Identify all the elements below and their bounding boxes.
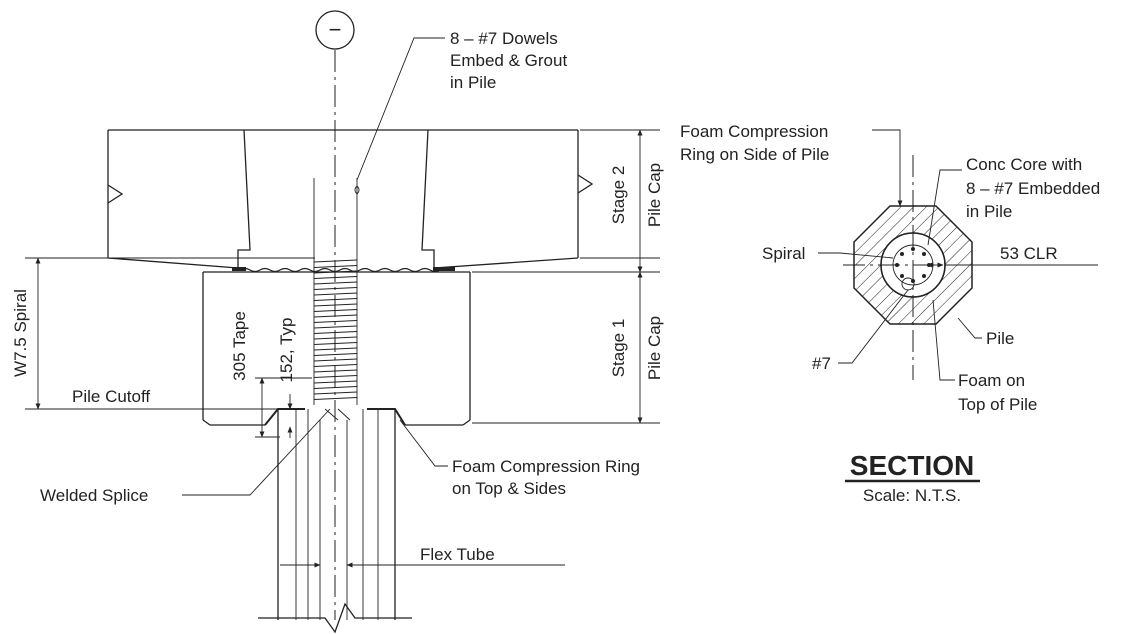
spiral-turn bbox=[313, 342, 358, 345]
spiral-turn bbox=[313, 375, 358, 378]
bar-label: #7 bbox=[812, 354, 831, 373]
stage2-pile-cap bbox=[107, 129, 594, 273]
pile-cutoff-label: Pile Cutoff bbox=[72, 387, 150, 406]
elevation-view: − bbox=[11, 10, 664, 634]
typ-label: 152, Typ bbox=[277, 318, 296, 383]
spiral-turn bbox=[313, 386, 358, 389]
foam-side-label-line1: Foam Compression bbox=[680, 122, 828, 141]
spiral-turn bbox=[313, 314, 358, 318]
spiral-turn bbox=[313, 309, 358, 312]
dowels-callout: 8 – #7 Dowels Embed & Grout in Pile bbox=[356, 29, 567, 181]
spiral-turn bbox=[313, 320, 358, 323]
dowel-and-spiral bbox=[313, 178, 360, 405]
stage1-label-line2: Pile Cap bbox=[645, 316, 664, 380]
spiral-turn bbox=[313, 364, 358, 367]
spiral-turn bbox=[313, 358, 358, 362]
spiral-turn bbox=[313, 325, 358, 329]
foam-side-label-line2: Ring on Side of Pile bbox=[680, 145, 829, 164]
conc-core-label-line2: 8 – #7 Embedded bbox=[966, 179, 1100, 198]
pile bbox=[258, 408, 412, 634]
spiral-turn bbox=[313, 270, 358, 274]
spiral-turn bbox=[313, 397, 358, 400]
grid-marker-label: − bbox=[329, 17, 342, 42]
spiral-turn bbox=[313, 347, 358, 351]
spiral-dimension: W7.5 Spiral Pile Cutoff bbox=[11, 257, 315, 410]
spiral-turn bbox=[313, 369, 358, 373]
foam-top-label-line2: Top of Pile bbox=[958, 395, 1037, 414]
pile-octagon bbox=[853, 205, 973, 325]
spiral-dim-label: W7.5 Spiral bbox=[11, 289, 30, 377]
welded-splice-callout: Welded Splice bbox=[40, 408, 331, 505]
stage2-label-line2: Pile Cap bbox=[645, 163, 664, 227]
spiral-turn bbox=[313, 303, 358, 307]
dowels-label-line2: Embed & Grout bbox=[450, 51, 567, 70]
section-scale: Scale: N.T.S. bbox=[863, 486, 961, 505]
conc-core-label-line3: in Pile bbox=[966, 202, 1012, 221]
spiral-turn bbox=[313, 380, 358, 384]
spiral-turn bbox=[313, 259, 358, 263]
stage1-label-line1: Stage 1 bbox=[609, 319, 628, 378]
dowels-label-line1: 8 – #7 Dowels bbox=[450, 29, 558, 48]
section-spiral-label: Spiral bbox=[762, 244, 805, 263]
spiral-turn bbox=[313, 331, 358, 334]
dowels-label-line3: in Pile bbox=[450, 73, 496, 92]
spiral-turn bbox=[313, 265, 358, 268]
spiral-turn bbox=[313, 281, 358, 285]
grid-marker: − bbox=[315, 10, 355, 50]
foam-top-label-line1: Foam on bbox=[958, 371, 1025, 390]
stage-dimensions: Stage 2 Pile Cap Stage 1 Pile Cap bbox=[472, 129, 664, 424]
spiral-turn bbox=[313, 276, 358, 279]
flex-tube-dimension: Flex Tube bbox=[280, 545, 565, 568]
pile-label: Pile bbox=[986, 329, 1014, 348]
conc-core-label-line1: Conc Core with bbox=[966, 155, 1082, 174]
section-view: Foam Compression Ring on Side of Pile Co… bbox=[680, 122, 1100, 505]
spiral-turn bbox=[313, 298, 358, 301]
tape-dimensions: 305 Tape 152, Typ bbox=[230, 311, 312, 438]
spiral-lines bbox=[313, 259, 358, 400]
welded-splice-label: Welded Splice bbox=[40, 486, 148, 505]
spiral-turn bbox=[313, 292, 358, 296]
foam-ring-label-line1: Foam Compression Ring bbox=[452, 457, 640, 476]
tape-label: 305 Tape bbox=[230, 311, 249, 381]
foam-ring-callout: Foam Compression Ring on Top & Sides bbox=[399, 419, 640, 498]
foam-ring-label-line2: on Top & Sides bbox=[452, 479, 566, 498]
spiral-turn bbox=[313, 353, 358, 356]
spiral-turn bbox=[313, 391, 358, 395]
section-title: SECTION bbox=[850, 450, 974, 481]
spiral-turn bbox=[313, 336, 358, 340]
flex-tube-label: Flex Tube bbox=[420, 545, 495, 564]
section-callouts: Foam Compression Ring on Side of Pile Co… bbox=[680, 122, 1100, 414]
spiral-turn bbox=[313, 287, 358, 290]
clr-label: 53 CLR bbox=[1000, 244, 1058, 263]
stage2-label-line1: Stage 2 bbox=[609, 166, 628, 225]
